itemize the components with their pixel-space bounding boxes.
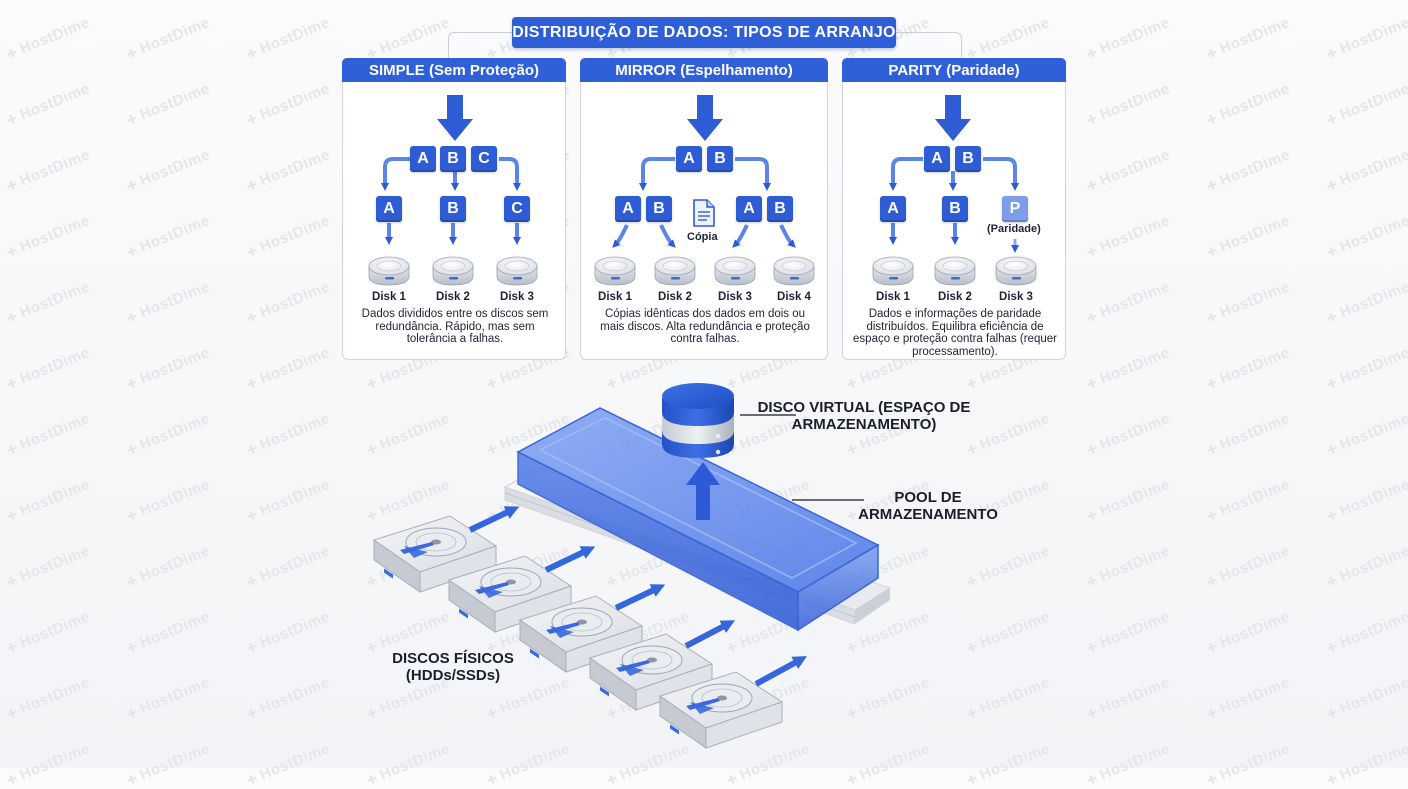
watermark-text: HostDime xyxy=(1084,212,1172,261)
watermark-text: HostDime xyxy=(4,146,92,195)
parity-split-block-p: P xyxy=(1002,196,1028,222)
watermark-text: HostDime xyxy=(1204,278,1292,327)
up-arrow-icon xyxy=(686,462,720,520)
watermark-text: HostDime xyxy=(244,14,332,63)
watermark-text: HostDime xyxy=(364,14,452,63)
mirror-disk-3-label: Disk 3 xyxy=(718,291,752,303)
watermark-text: HostDime xyxy=(124,80,212,129)
simple-flow-arrows xyxy=(381,95,521,245)
disk-icon xyxy=(994,255,1038,287)
panel-mirror: MIRROR (Espelhamento) A B A B A B Cópia … xyxy=(580,58,828,360)
watermark-text: HostDime xyxy=(1324,212,1408,261)
watermark-text: HostDime xyxy=(244,146,332,195)
simple-disk-3-label: Disk 3 xyxy=(500,291,534,303)
watermark-text: HostDime xyxy=(244,80,332,129)
disk-icon xyxy=(367,255,411,287)
watermark-text: HostDime xyxy=(964,14,1052,63)
mirror-copy-right-block-a: A xyxy=(736,196,762,222)
watermark-text: HostDime xyxy=(1324,14,1408,63)
watermark-text: HostDime xyxy=(1324,278,1408,327)
disk-icon xyxy=(495,255,539,287)
parity-flow-arrows xyxy=(889,95,1019,253)
simple-split-block-a: A xyxy=(376,196,402,222)
watermark-text: HostDime xyxy=(1084,146,1172,195)
mirror-flow-arrows xyxy=(612,95,796,248)
parity-top-block-b: B xyxy=(955,146,981,172)
mirror-disk-4-label: Disk 4 xyxy=(777,291,811,303)
mirror-disk-2-label: Disk 2 xyxy=(658,291,692,303)
mirror-description: Cópias idênticas dos dados em dois ou ma… xyxy=(600,308,810,345)
parity-split-block-a: A xyxy=(880,196,906,222)
disk-icon xyxy=(713,255,757,287)
disk-icon xyxy=(772,255,816,287)
disk-icon xyxy=(933,255,977,287)
watermark-text: HostDime xyxy=(1324,146,1408,195)
page-title: DISTRIBUIÇÃO DE DADOS: TIPOS DE ARRANJO xyxy=(512,17,896,48)
watermark-text: HostDime xyxy=(1084,80,1172,129)
panel-parity: PARITY (Paridade) A B A B P (Paridade) D… xyxy=(842,58,1066,360)
mirror-copy-label: Cópia xyxy=(687,231,718,243)
big-down-arrow-icon xyxy=(687,95,723,141)
watermark-text: HostDime xyxy=(4,278,92,327)
disk-icon xyxy=(593,255,637,287)
simple-top-block-a: A xyxy=(410,146,436,172)
mirror-disk-1-label: Disk 1 xyxy=(598,291,632,303)
simple-top-block-b: B xyxy=(440,146,466,172)
parity-disk-2-label: Disk 2 xyxy=(938,291,972,303)
panel-mirror-title: MIRROR (Espelhamento) xyxy=(580,58,828,82)
watermark-text: HostDime xyxy=(4,14,92,63)
watermark-text: HostDime xyxy=(4,80,92,129)
parity-top-block-a: A xyxy=(924,146,950,172)
watermark-text: HostDime xyxy=(1084,278,1172,327)
simple-top-block-c: C xyxy=(471,146,497,172)
watermark-text: HostDime xyxy=(1204,212,1292,261)
watermark-text: HostDime xyxy=(124,278,212,327)
simple-disk-1-label: Disk 1 xyxy=(372,291,406,303)
watermark-text: HostDime xyxy=(244,212,332,261)
big-down-arrow-icon xyxy=(935,95,971,141)
parity-split-block-b: B xyxy=(942,196,968,222)
physical-disks-label: DISCOS FÍSICOS (HDDs/SSDs) xyxy=(392,650,514,684)
simple-disk-2-label: Disk 2 xyxy=(436,291,470,303)
pool-label: POOL DE ARMAZENAMENTO xyxy=(858,489,998,523)
simple-description: Dados divididos entre os discos sem redu… xyxy=(361,308,549,345)
virtual-disk-cylinder xyxy=(662,383,734,458)
watermark-text: HostDime xyxy=(124,146,212,195)
panel-parity-title: PARITY (Paridade) xyxy=(842,58,1066,82)
watermark-text: HostDime xyxy=(1204,146,1292,195)
watermark-text: HostDime xyxy=(1204,80,1292,129)
watermark-text: HostDime xyxy=(1204,14,1292,63)
panel-simple: SIMPLE (Sem Proteção) A B C A B C Disk 1… xyxy=(342,58,566,360)
storage-pool-diagram xyxy=(373,383,892,749)
mirror-top-block-b: B xyxy=(707,146,733,172)
watermark-text: HostDime xyxy=(124,14,212,63)
mirror-copy-left-block-b: B xyxy=(646,196,672,222)
simple-split-block-c: C xyxy=(504,196,530,222)
mirror-copy-right-block-b: B xyxy=(767,196,793,222)
parity-disk-1-label: Disk 1 xyxy=(876,291,910,303)
document-copy-icon xyxy=(693,199,715,227)
parity-disk-3-label: Disk 3 xyxy=(999,291,1033,303)
flow-arrows xyxy=(468,506,808,687)
watermark-text: HostDime xyxy=(1324,80,1408,129)
watermark-text: HostDime xyxy=(244,278,332,327)
disk-icon xyxy=(431,255,475,287)
parity-label: (Paridade) xyxy=(987,223,1041,235)
mirror-copy-left-block-a: A xyxy=(615,196,641,222)
disk-icon xyxy=(653,255,697,287)
disk-icon xyxy=(871,255,915,287)
watermark-text: HostDime xyxy=(124,212,212,261)
watermark-text: HostDime xyxy=(4,212,92,261)
panel-simple-title: SIMPLE (Sem Proteção) xyxy=(342,58,566,82)
watermark-text: HostDime xyxy=(1084,14,1172,63)
simple-split-block-b: B xyxy=(440,196,466,222)
mirror-top-block-a: A xyxy=(676,146,702,172)
big-down-arrow-icon xyxy=(437,95,473,141)
parity-description: Dados e informações de paridade distribu… xyxy=(853,308,1057,358)
virtual-disk-label: DISCO VIRTUAL (ESPAÇO DE ARMAZENAMENTO) xyxy=(757,399,971,433)
